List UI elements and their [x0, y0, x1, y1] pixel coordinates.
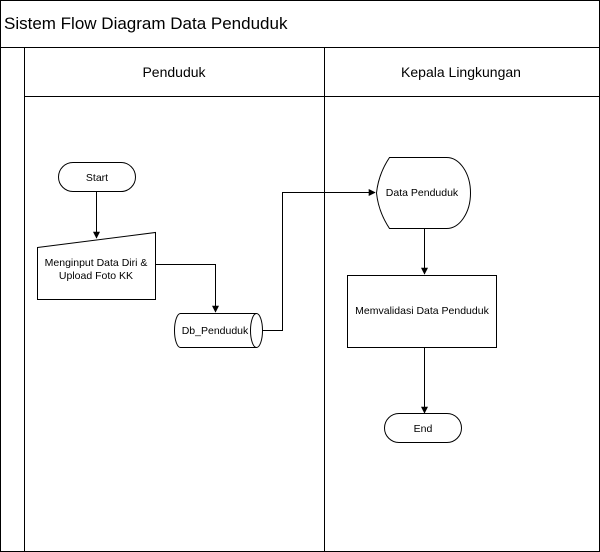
connector-input-to-database — [156, 264, 219, 313]
node-end: End — [384, 413, 462, 443]
node-database-label: Db_Penduduk — [182, 325, 249, 337]
terminator-shape — [58, 162, 136, 192]
node-database: Db_Penduduk — [174, 313, 263, 348]
diagram-title: Sistem Flow Diagram Data Penduduk — [4, 14, 288, 33]
node-end-label: End — [414, 423, 433, 435]
node-start-label: Start — [86, 172, 108, 184]
display-shape — [375, 157, 471, 229]
node-manual-input-label-line2: Upload Foto KK — [59, 270, 133, 282]
process-shape — [347, 275, 497, 348]
lane-header-kepala-lingkungan: Kepala Lingkungan — [401, 64, 521, 80]
node-manual-input: Menginput Data Diri & Upload Foto KK — [37, 231, 156, 300]
node-process: Memvalidasi Data Penduduk — [347, 275, 497, 348]
node-manual-input-label-line1: Menginput Data Diri & — [45, 257, 148, 269]
connector-database-to-data-penduduk — [262, 189, 376, 331]
lane-header-penduduk: Penduduk — [142, 64, 206, 80]
node-data-penduduk: Data Penduduk — [375, 157, 471, 229]
terminator-shape — [384, 413, 462, 443]
node-process-label: Memvalidasi Data Penduduk — [355, 305, 489, 317]
node-data-penduduk-label: Data Penduduk — [386, 187, 459, 199]
stored-data-inner-curve — [250, 313, 257, 348]
manual-input-shape — [37, 231, 156, 300]
node-start: Start — [58, 162, 136, 192]
